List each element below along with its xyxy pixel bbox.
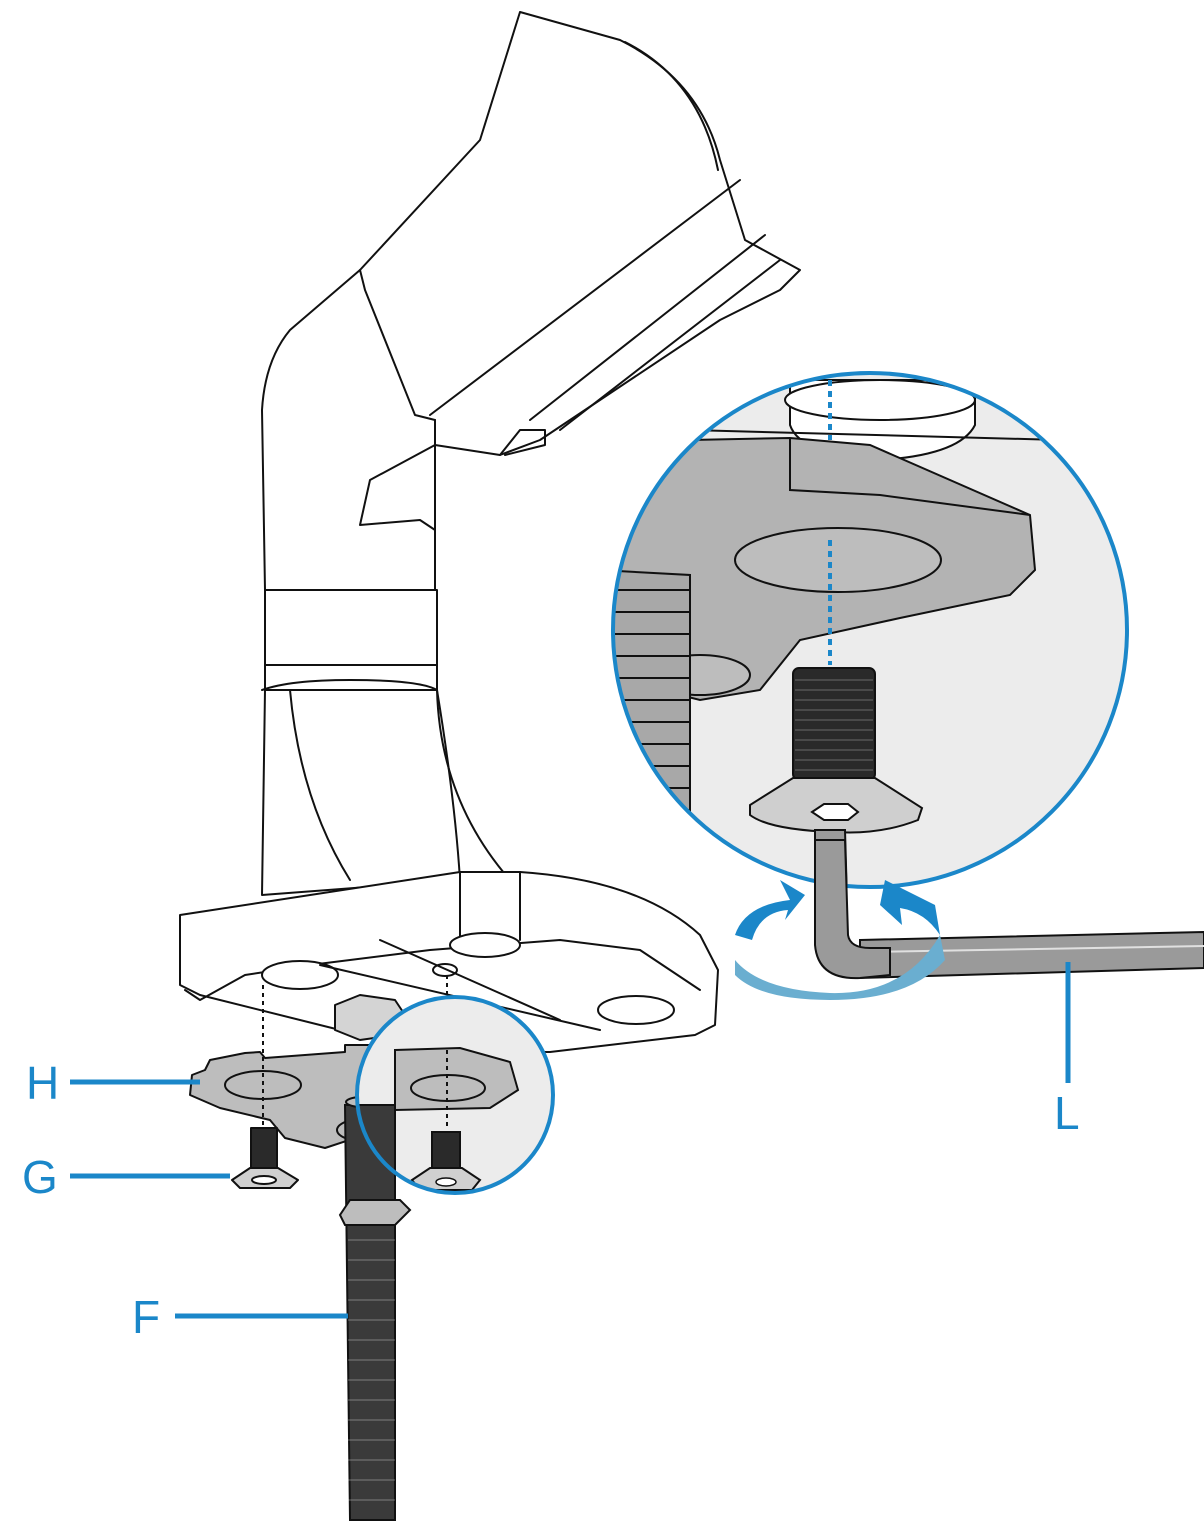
callout-label-f: F: [132, 1291, 161, 1343]
rod-thread-lines: [348, 1239, 395, 1501]
screw-g: [231, 1127, 299, 1189]
large-detail-circle: [611, 371, 1129, 889]
callout-label-h: H: [26, 1057, 60, 1109]
callout-leaders: [70, 962, 1071, 1319]
rotation-arrow-icon: [735, 880, 945, 1000]
callout-label-g: G: [22, 1151, 58, 1203]
monitor-arm: [179, 11, 801, 1053]
hex-key-l: [814, 839, 1204, 980]
callout-label-l: L: [1054, 1087, 1080, 1139]
